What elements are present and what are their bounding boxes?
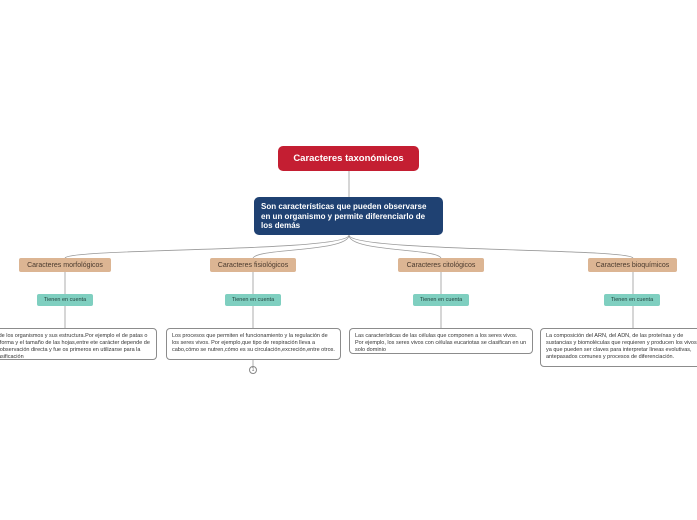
root-topic-label: Caracteres taxonómicos — [293, 153, 404, 164]
connector-description-cito — [348, 234, 442, 259]
detail-text: Los procesos que permiten el funcionamie… — [172, 333, 335, 353]
topic-caracteres-morfologicos[interactable]: Caracteres morfológicos — [19, 258, 111, 272]
subtopic-tienen-en-cuenta-bioquimicos[interactable]: Tienen en cuenta — [604, 294, 660, 306]
detail-text: Las características de las células que c… — [355, 333, 527, 353]
connector-description-morph — [64, 234, 350, 259]
detail-bioquimicos[interactable]: La composición del ARN, del ADN, de las … — [540, 328, 697, 367]
detail-text: La composición del ARN, del ADN, de las … — [546, 333, 697, 360]
collapse-toggle[interactable]: 1 — [249, 366, 257, 374]
topic-caracteres-fisiologicos[interactable]: Caracteres fisiológicos — [210, 258, 296, 272]
detail-fisiologicos[interactable]: Los procesos que permiten el funcionamie… — [166, 328, 341, 360]
topic-caracteres-citologicos[interactable]: Caracteres citológicos — [398, 258, 484, 272]
description-topic[interactable]: Son características que pueden observars… — [254, 197, 443, 235]
subtopic-label: Tienen en cuenta — [43, 297, 87, 303]
topic-label: Caracteres fisiológicos — [217, 261, 289, 269]
topic-label: Caracteres bioquímicos — [595, 261, 670, 269]
topic-label: Caracteres citológicos — [406, 261, 476, 269]
subtopic-label: Tienen en cuenta — [419, 297, 463, 303]
subtopic-label: Tienen en cuenta — [610, 297, 654, 303]
subtopic-tienen-en-cuenta-morfologicos[interactable]: Tienen en cuenta — [37, 294, 93, 306]
connector-description-fisio — [252, 234, 350, 259]
collapse-count: 1 — [251, 367, 255, 373]
topic-label: Caracteres morfológicos — [27, 261, 103, 269]
subtopic-tienen-en-cuenta-fisiologicos[interactable]: Tienen en cuenta — [225, 294, 281, 306]
detail-text: e de los organismos y sus estructura.Por… — [0, 333, 150, 360]
topic-caracteres-bioquimicos[interactable]: Caracteres bioquímicos — [588, 258, 677, 272]
subtopic-tienen-en-cuenta-citologicos[interactable]: Tienen en cuenta — [413, 294, 469, 306]
description-topic-text: Son características que pueden observars… — [261, 202, 427, 231]
connector-description-bioq — [348, 234, 634, 259]
detail-morfologicos[interactable]: e de los organismos y sus estructura.Por… — [0, 328, 157, 360]
root-topic[interactable]: Caracteres taxonómicos — [278, 146, 419, 171]
detail-citologicos[interactable]: Las características de las células que c… — [349, 328, 533, 354]
subtopic-label: Tienen en cuenta — [231, 297, 275, 303]
